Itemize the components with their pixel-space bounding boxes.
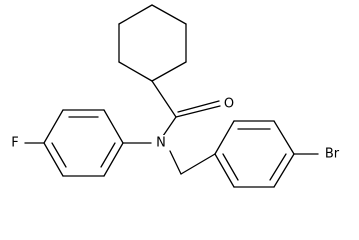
carbonyl-double-bond-1 — [175, 105, 221, 118]
atom-label-nitrogen: N — [156, 136, 166, 151]
atom-label-oxygen: O — [224, 97, 234, 112]
carbonyl-double-bond-2 — [177, 100, 220, 113]
cyclohexane-ring — [118, 4, 187, 82]
atom-label-bromine: Br — [325, 147, 340, 162]
atom-label-nitrogen-group: N — [153, 135, 169, 151]
atom-label-fluorine: F — [11, 136, 18, 151]
atom-label-fluorine-group: F — [8, 135, 22, 151]
atom-label-bromine-group: Br — [320, 146, 344, 162]
bromophenyl-ring — [214, 120, 319, 188]
nitrogen-bonds — [122, 142, 216, 175]
fluorophenyl-ring — [24, 109, 124, 177]
atom-label-oxygen-group: O — [222, 96, 236, 112]
amide-group — [151, 80, 221, 137]
chemical-structure: O N F Br — [8, 4, 344, 188]
